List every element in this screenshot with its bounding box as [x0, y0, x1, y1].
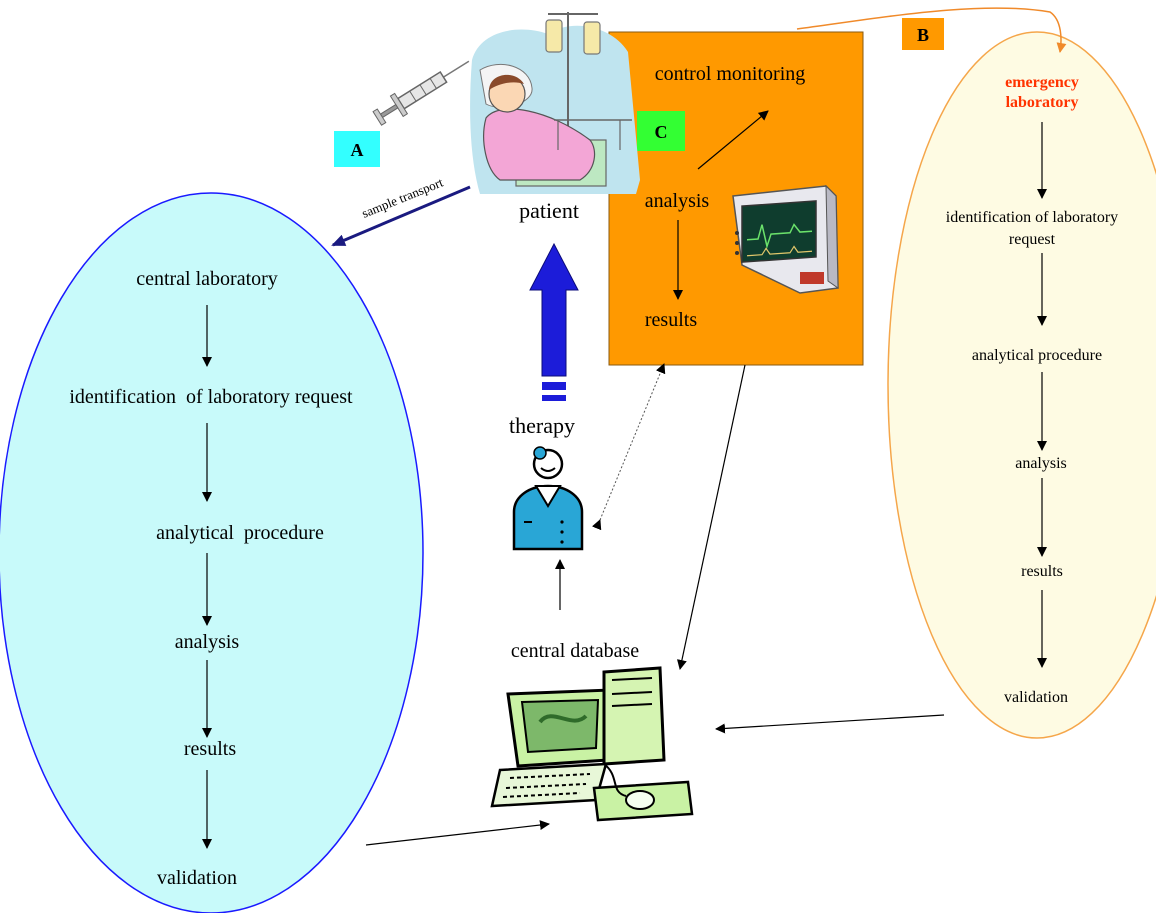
emergency-lab-title-line2: laboratory: [1006, 94, 1079, 111]
label-c-badge: C: [637, 111, 685, 151]
syringe-icon: [372, 60, 470, 126]
doctor-poc-link: [591, 363, 666, 531]
label-b-text: B: [917, 25, 929, 45]
poc-to-database-arrow: [676, 364, 746, 670]
central-lab-step-request: identification of laboratory request: [69, 386, 353, 408]
central-lab-title: central laboratory: [136, 268, 278, 290]
central-lab-ellipse: [0, 192, 424, 914]
emergency-to-database-arrow: [715, 714, 945, 734]
emergency-lab-title-line1: emergency: [1005, 74, 1079, 91]
emergency-step-request-line1: identification of laboratory: [946, 209, 1118, 226]
central-lab-step-results: results: [184, 738, 236, 760]
therapy-label: therapy: [509, 413, 575, 438]
patient-in-bed-icon: [470, 12, 640, 195]
central-lab-to-database-arrow: [365, 820, 550, 846]
emergency-step-procedure: analytical procedure: [972, 347, 1102, 364]
sample-transport-label: sample transport: [360, 174, 446, 220]
doctor-icon: [512, 446, 584, 551]
poc-results: results: [645, 309, 697, 331]
patient-label: patient: [519, 198, 579, 223]
sample-transport-arrow: [331, 185, 471, 247]
monitor-device-icon: [732, 184, 839, 294]
label-a-badge: A: [334, 131, 380, 167]
poc-control-monitoring: control monitoring: [655, 63, 806, 85]
computer-icon: [490, 666, 694, 822]
emergency-step-analysis: analysis: [1015, 455, 1067, 472]
central-database-label: central database: [511, 640, 639, 662]
label-c-text: C: [655, 122, 668, 142]
emergency-step-results: results: [1021, 563, 1063, 580]
therapy-arrow: [529, 242, 579, 401]
emergency-step-request-line2: request: [1009, 231, 1056, 248]
poc-to-emergency-arrow: [796, 7, 1067, 53]
central-lab-panel: central laboratory identification of lab…: [0, 192, 424, 914]
poc-arrow-to-monitoring: [697, 110, 769, 170]
point-of-care-panel: control monitoring analysis results: [608, 31, 864, 366]
central-lab-step-analysis: analysis: [175, 631, 240, 653]
central-lab-step-procedure: analytical procedure: [156, 522, 324, 544]
label-b-badge: B: [902, 18, 944, 50]
emergency-lab-ellipse: [887, 31, 1156, 739]
central-lab-step-validation: validation: [157, 867, 237, 889]
label-a-text: A: [351, 140, 364, 160]
emergency-lab-panel: emergency laboratory identification of l…: [887, 31, 1156, 739]
emergency-step-validation: validation: [1004, 689, 1068, 706]
poc-analysis: analysis: [645, 190, 710, 212]
